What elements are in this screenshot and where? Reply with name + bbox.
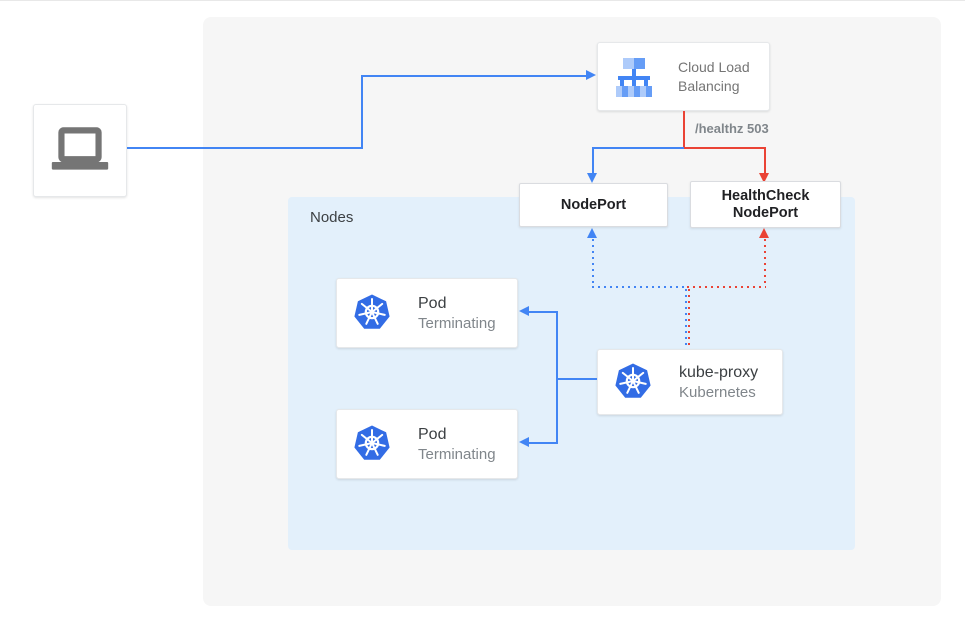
kubernetes-helm-icon [352, 424, 392, 464]
pod2-status: Terminating [418, 445, 496, 463]
pod2-node: Pod Terminating [336, 409, 518, 479]
edge-dotted-stem-red [688, 289, 690, 349]
nodes-group-label: Nodes [310, 209, 354, 226]
edge-kubeproxy-to-pods-h [557, 378, 597, 380]
laptop-icon [47, 125, 113, 177]
edge-kubeproxy-to-healthcheck-arrowhead [759, 228, 769, 238]
edge-to-pod1-arrowhead [519, 306, 529, 316]
nodeport-label: NodePort [560, 196, 627, 213]
kube-proxy-title: kube-proxy [679, 363, 759, 381]
nodeport-node: NodePort [519, 183, 668, 227]
cloud-load-balancing-label: Cloud Load Balancing [678, 58, 750, 94]
healthcheck-nodeport-node: HealthCheck NodePort [690, 181, 841, 228]
edge-to-pod1-h [528, 311, 558, 313]
edge-client-to-lb-h2 [361, 75, 587, 77]
cloud-load-balancing-icon [614, 57, 654, 97]
edge-client-to-lb-v [361, 75, 363, 149]
edge-client-to-lb-arrowhead [586, 70, 596, 80]
edge-split-blue-h [592, 147, 684, 149]
edge-to-pod2-h [528, 442, 558, 444]
edge-kubeproxy-to-pods-v [556, 311, 558, 444]
kubernetes-helm-icon [352, 293, 392, 333]
healthz-503-label: /healthz 503 [695, 121, 769, 136]
kube-proxy-subtitle: Kubernetes [679, 383, 756, 401]
edge-kubeproxy-to-nodeport-arrowhead [587, 228, 597, 238]
pod2-title: Pod [418, 425, 447, 443]
edge-dotted-stem-blue [685, 289, 687, 349]
healthcheck-nodeport-label-line1: HealthCheck [721, 187, 810, 204]
edge-to-nodeport-v [592, 147, 594, 174]
edge-dotted-red-h [687, 286, 766, 288]
cloud-load-balancing-node: Cloud Load Balancing [597, 42, 770, 111]
healthcheck-nodeport-label-line2: NodePort [732, 204, 799, 221]
pod1-status: Terminating [418, 314, 496, 332]
edge-kubeproxy-to-healthcheck-dotted-v [764, 239, 766, 287]
pod1-node: Pod Terminating [336, 278, 518, 348]
edge-client-to-lb-h1 [127, 147, 363, 149]
client-node [33, 104, 127, 197]
edge-to-pod2-arrowhead [519, 437, 529, 447]
edge-to-healthcheck-arrowhead [759, 173, 769, 183]
edge-split-red-h [684, 147, 765, 149]
pod1-title: Pod [418, 294, 447, 312]
edge-to-nodeport-arrowhead [587, 173, 597, 183]
edge-to-healthcheck-v [764, 147, 766, 174]
kubernetes-helm-icon [613, 362, 653, 402]
edge-kubeproxy-to-nodeport-dotted-v [592, 239, 594, 287]
edge-lb-drop-red [683, 111, 685, 149]
kube-proxy-node: kube-proxy Kubernetes [597, 349, 783, 415]
edge-dotted-blue-h [592, 286, 687, 288]
